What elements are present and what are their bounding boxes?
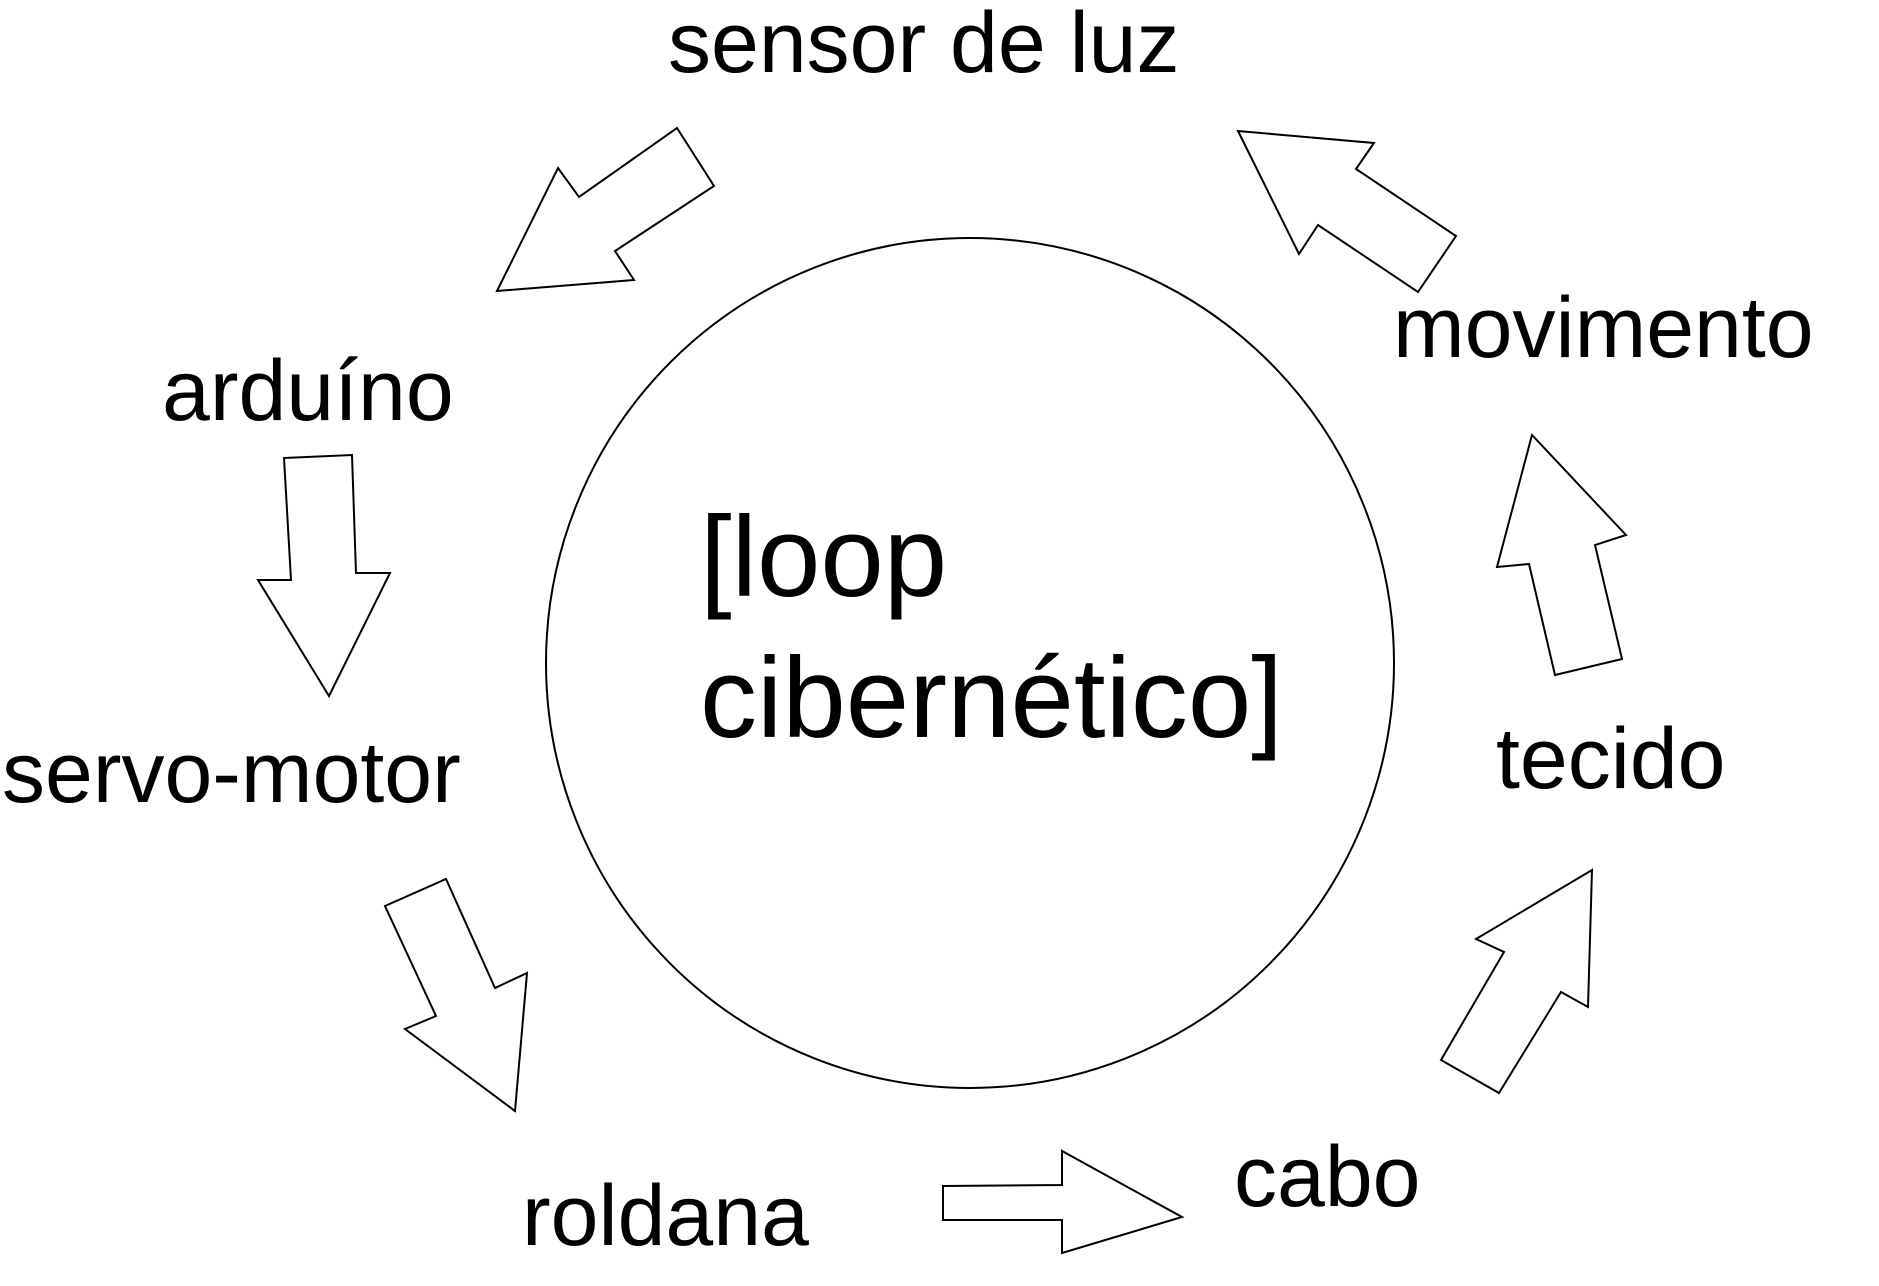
node-sensor-de-luz: sensor de luz [668, 0, 1180, 91]
arrow-servo-motor-to-roldana [383, 877, 529, 1113]
node-roldana: roldana [522, 1168, 809, 1264]
arrow-cabo-to-tecido [1439, 868, 1594, 1095]
center-label-line-1: [loop [700, 494, 947, 621]
node-tecido: tecido [1496, 711, 1726, 807]
node-servo-motor: servo-motor [2, 725, 461, 821]
arrow-arduino-to-servo-motor [256, 453, 392, 699]
node-arduino: arduíno [162, 343, 454, 439]
node-cabo: cabo [1234, 1129, 1421, 1225]
arrow-movimento-to-sensor [1236, 129, 1458, 294]
center-label-line-2: cibernético] [700, 635, 1283, 762]
arrow-tecido-to-movimento [1495, 433, 1628, 677]
loop-circle [545, 237, 1395, 1089]
arrow-roldana-to-cabo [942, 1149, 1185, 1255]
node-movimento: movimento [1393, 280, 1814, 376]
arrow-sensor-to-arduino [495, 126, 716, 293]
